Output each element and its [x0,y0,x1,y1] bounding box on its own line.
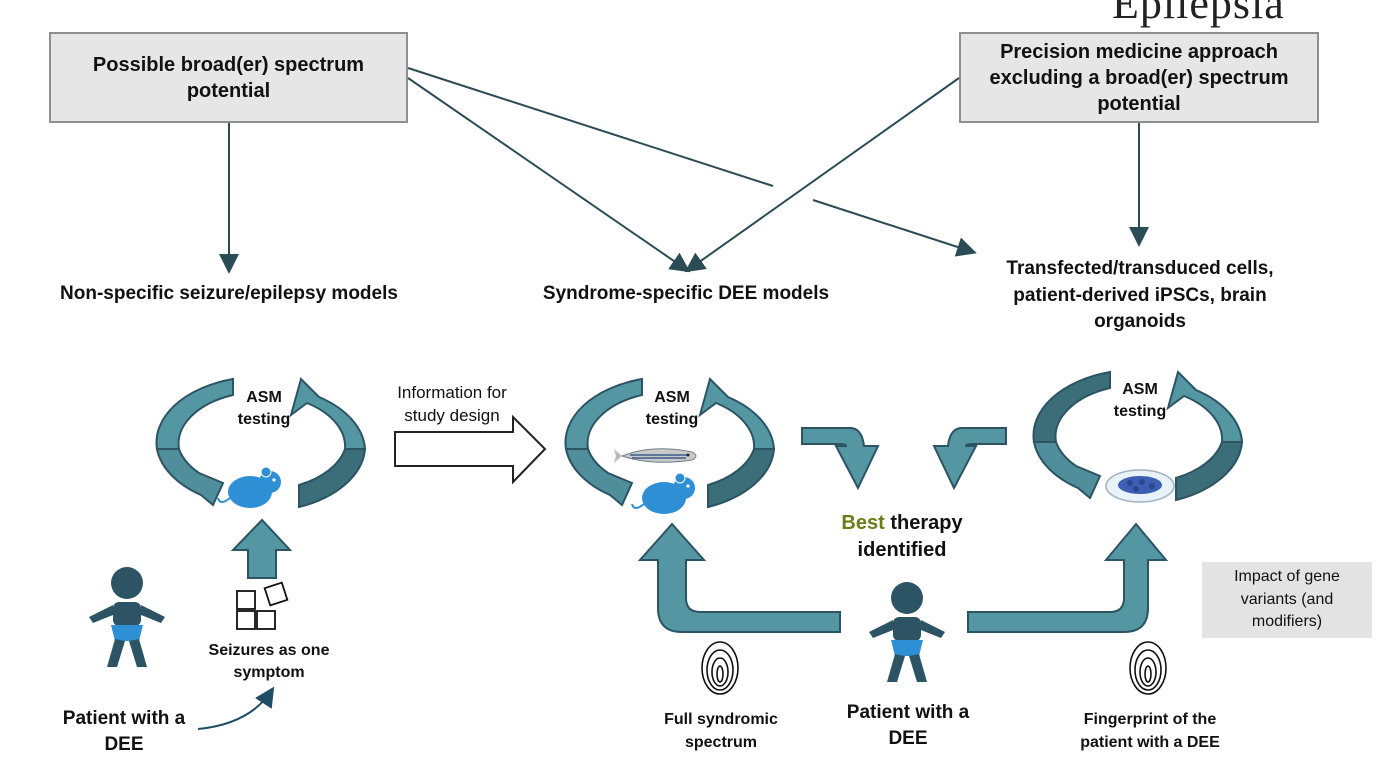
label-asm-right: ASM testing [1113,381,1167,421]
label-nonspecific-models: Non-specific seizure/epilepsy models [60,283,398,304]
label-full-syndromic: Full syndromic spectrum [664,711,778,752]
precision-medicine-text: Precision medicine approach excluding a … [989,40,1289,115]
label-asm-middle: ASM testing [645,389,699,429]
broad-spectrum-box: Possible broad(er) spectrum potential [49,32,408,123]
right-cycle [1032,370,1244,502]
label-patient-center: Patient with a DEE [846,702,970,749]
curved-arrow-left-to-best [801,427,880,491]
label-info-study-design: Information for study design [397,383,507,425]
best-rest: therapy identified [857,512,963,561]
small-curved-arrow [197,686,275,730]
best-word: Best [841,512,885,534]
mouse-icon-left [217,466,281,508]
up-arrow-seizures [230,518,293,579]
label-cell-models: Transfected/transduced cells, patient-de… [1006,258,1274,333]
zebrafish-icon [614,448,697,463]
impact-gene-variants-box: Impact of gene variants (and modifiers) [1202,562,1372,638]
fingerprint-icon-left [701,641,739,695]
label-patient-left: Patient with a DEE [62,708,186,755]
l-arrow-patient-to-right [967,522,1169,633]
line-broad-to-cells-a [407,67,774,187]
info-arrow [394,414,547,485]
l-arrow-patient-to-middle [637,522,841,633]
fingerprint-icon-right [1129,641,1167,695]
left-cycle [155,377,367,509]
label-syndrome-models: Syndrome-specific DEE models [542,283,830,304]
petri-dish-icon [1105,469,1175,503]
middle-cycle [564,377,776,509]
mouse-icon-middle [631,472,695,514]
best-therapy-label: Best therapy identified [822,510,982,564]
broad-spectrum-text: Possible broad(er) spectrum potential [92,53,365,102]
label-seizures-symptom: Seizures as one symptom [208,642,330,682]
label-asm-left: ASM testing [237,389,291,429]
line-precision-to-syndrome [684,77,960,273]
precision-medicine-box: Precision medicine approach excluding a … [959,32,1319,123]
baby-icon-left [89,567,165,667]
journal-logo: Epilepsia [1112,0,1285,28]
puzzle-icon [236,581,289,630]
baby-icon-center [869,582,945,682]
line-broad-to-cells-b [812,199,977,257]
impact-text: Impact of gene variants (and modifiers) [1234,568,1340,631]
line-broad-to-syndrome [407,77,691,273]
curved-arrow-right-to-best [932,427,1007,491]
label-fingerprint: Fingerprint of the patient with a DEE [1080,711,1220,752]
